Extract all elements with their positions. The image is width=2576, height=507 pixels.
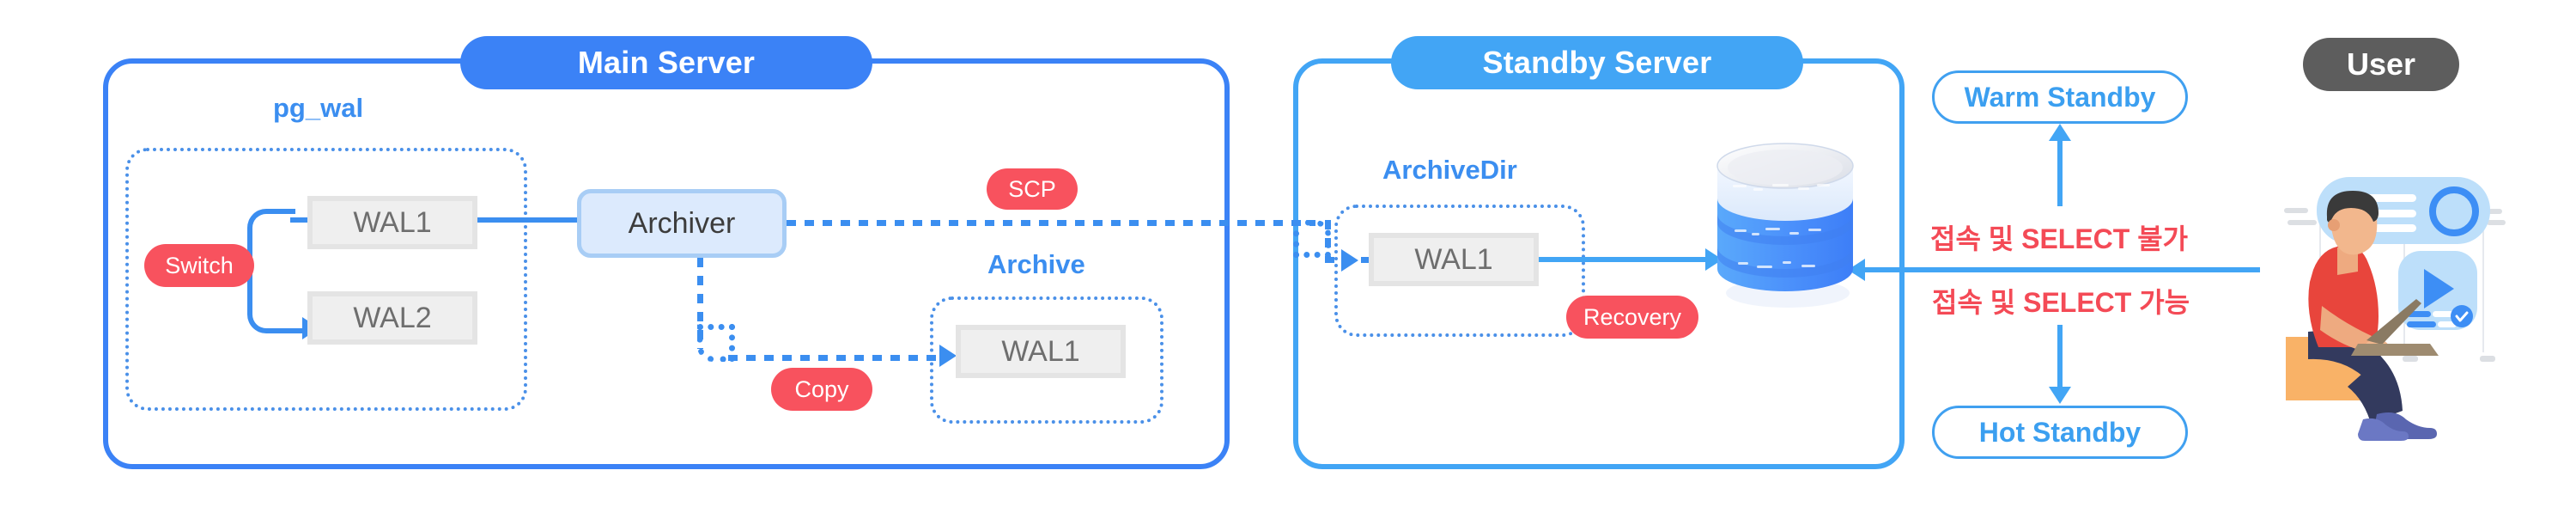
wal-file-box: WAL1 — [1369, 233, 1539, 286]
switch-to-wal2-line — [290, 328, 304, 333]
warm-standby-arrowhead — [2049, 124, 2071, 141]
hot-standby-pill: Hot Standby — [1932, 406, 2188, 459]
scp-arrowhead — [1341, 249, 1358, 272]
hot-standby-connector-line — [2057, 325, 2063, 388]
switch-elbow-top — [247, 209, 295, 257]
scp-dotted-vertical — [1325, 220, 1331, 260]
archive-dir-group — [1334, 205, 1585, 337]
user-pill: User — [2303, 38, 2459, 91]
main-server-title: Main Server — [460, 36, 872, 89]
pg-wal-group — [125, 148, 527, 411]
archiver-copy-arrowhead — [939, 345, 957, 367]
pg-wal-label: pg_wal — [273, 93, 364, 123]
switch-to-wal1-line — [290, 217, 313, 223]
user-access-line — [1863, 267, 2260, 272]
select-available-note: 접속 및 SELECT 가능 — [1932, 287, 2190, 318]
switch-elbow-bottom — [247, 285, 295, 333]
warm-standby-connector-line — [2057, 139, 2063, 206]
hot-standby-arrowhead — [2049, 387, 2071, 404]
recovery-pill: Recovery — [1566, 296, 1698, 339]
wal-file-box: WAL1 — [307, 196, 477, 249]
standby-server-title: Standby Server — [1391, 36, 1803, 89]
archiver-copy-elbow — [697, 324, 735, 362]
archiver-copy-horizontal-dotted — [728, 355, 945, 361]
archiver-copy-vertical-dotted — [697, 258, 703, 349]
select-unavailable-note: 접속 및 SELECT 불가 — [1930, 223, 2189, 254]
scp-pill: SCP — [987, 168, 1078, 210]
recovery-line — [1539, 257, 1716, 262]
switch-pill: Switch — [144, 244, 254, 287]
archive-dir-label: ArchiveDir — [1382, 155, 1517, 185]
person-with-laptop-illustration — [2284, 168, 2567, 452]
scp-dotted-line-upper — [787, 220, 1315, 226]
warm-standby-pill: Warm Standby — [1932, 70, 2188, 124]
copy-pill: Copy — [771, 368, 872, 411]
wal1-to-archiver-line — [477, 217, 579, 223]
database-cylinder-icon — [1709, 125, 1862, 312]
archiver-node: Archiver — [577, 189, 787, 258]
wal-file-box: WAL2 — [307, 291, 477, 345]
wal-file-box: WAL1 — [956, 325, 1126, 378]
archive-label: Archive — [987, 249, 1085, 279]
